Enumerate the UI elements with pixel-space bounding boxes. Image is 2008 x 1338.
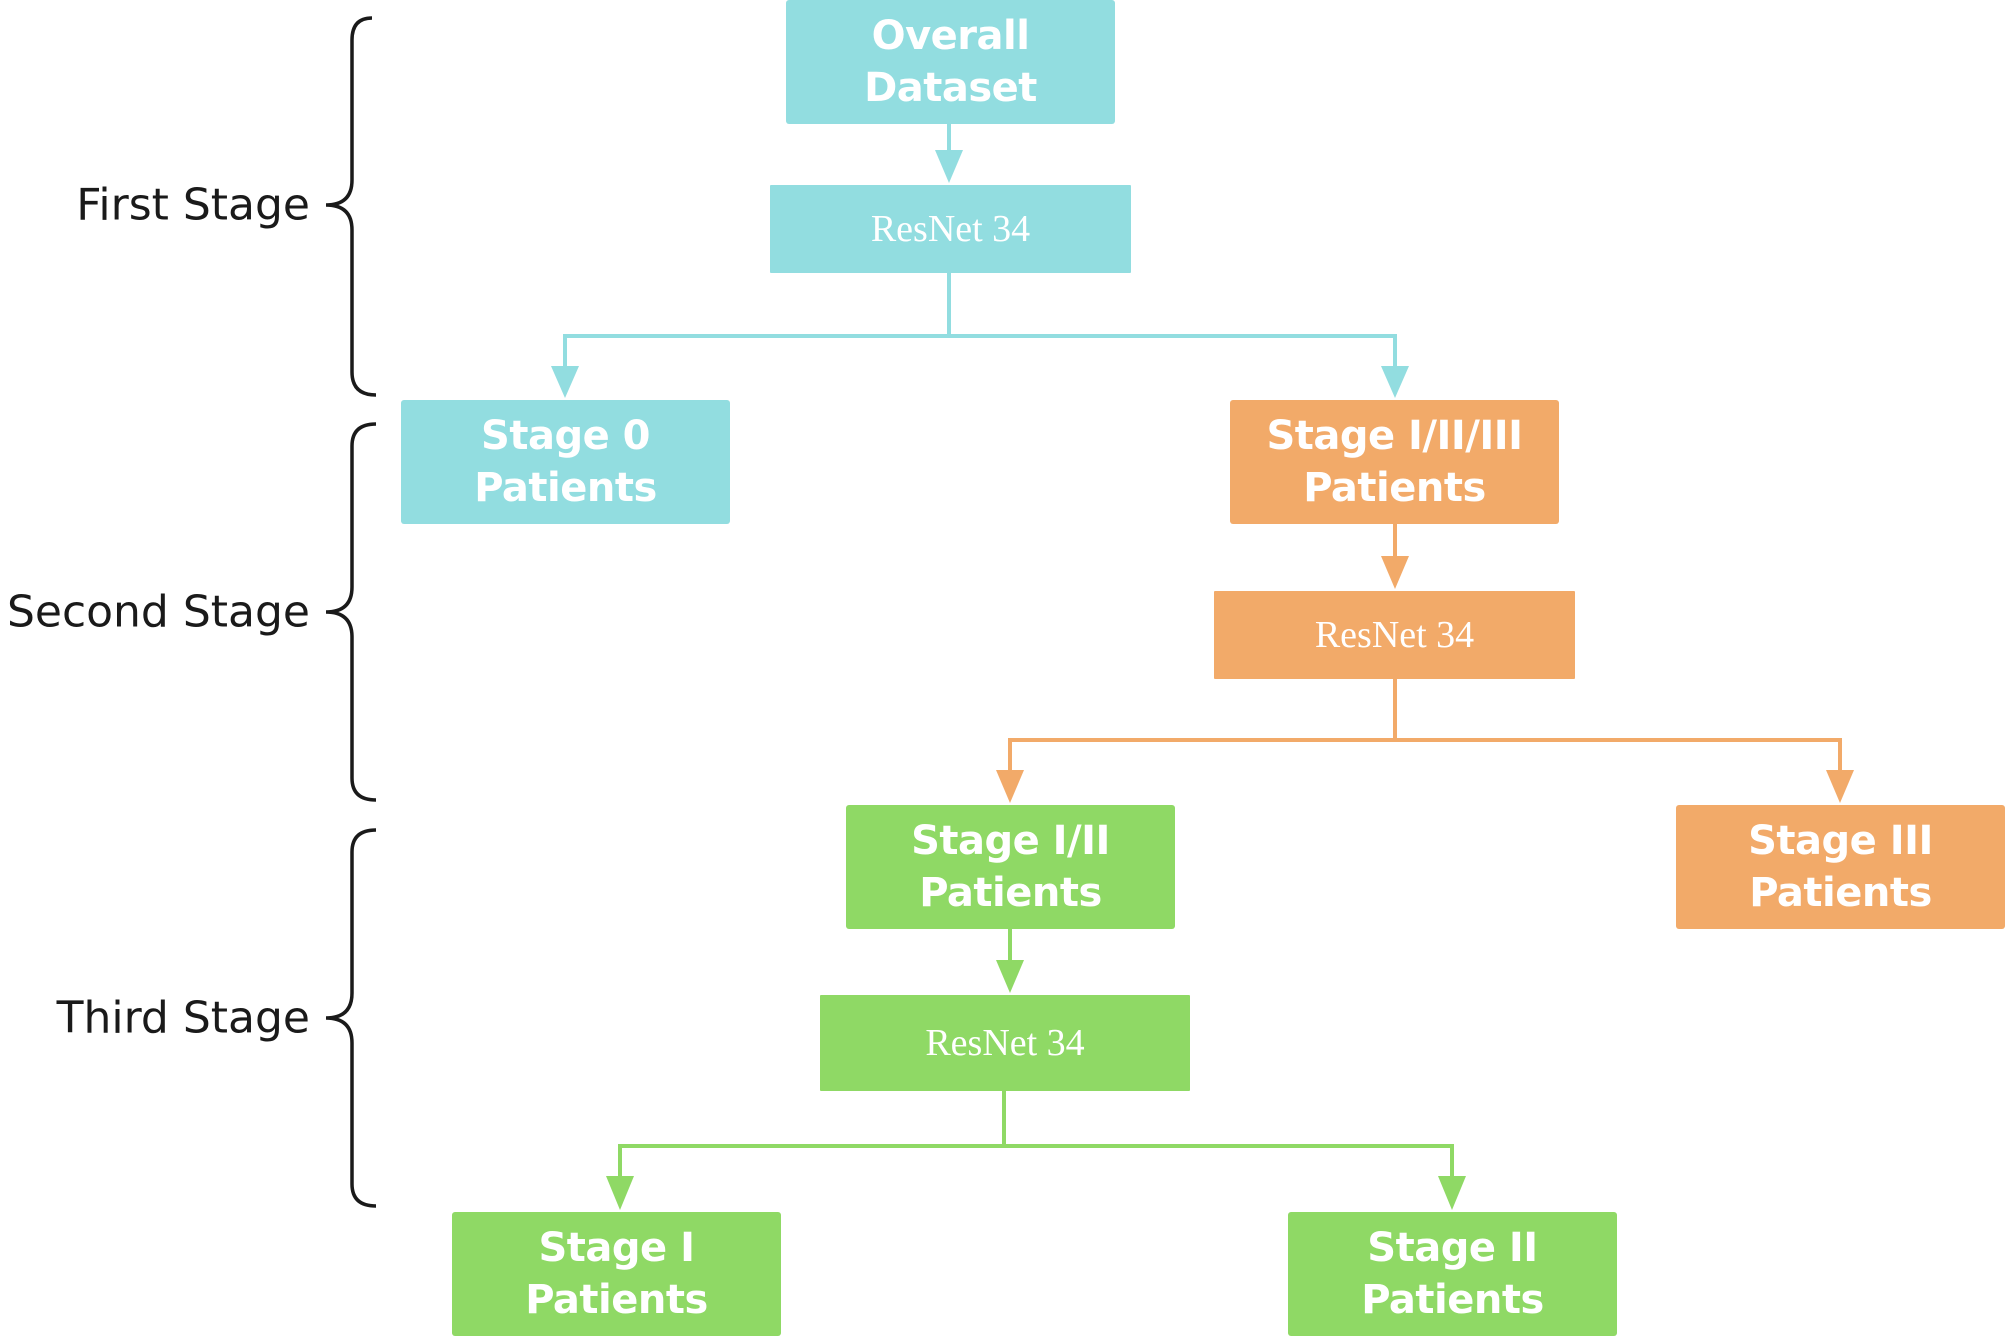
brace-third-stage (325, 828, 377, 1208)
arrow-resnet-to-stage2 (1438, 1176, 1466, 1210)
node-stage12-line1: Stage I/II (911, 818, 1110, 864)
arrow-resnet-to-stage12 (996, 770, 1024, 803)
brace-second-stage (325, 422, 377, 802)
node-overall-dataset: Overall Dataset (786, 0, 1115, 124)
node-stage1-patients: Stage I Patients (452, 1212, 781, 1336)
green-arrowheads (606, 960, 1466, 1210)
arrow-resnet-to-stage3 (1826, 770, 1854, 803)
arrow-stage123-to-resnet (1381, 556, 1409, 589)
node-stage0-patients: Stage 0 Patients (401, 400, 730, 524)
node-stage12-patients: Stage I/II Patients (846, 805, 1175, 929)
stage-label-third: Third Stage (56, 992, 310, 1044)
node-stage2-line1: Stage II (1367, 1225, 1538, 1271)
node-stage12-line2: Patients (919, 870, 1102, 916)
arrow-resnet-to-stage0 (551, 366, 579, 398)
node-stage123-patients: Stage I/II/III Patients (1230, 400, 1559, 524)
node-overall-dataset-line2: Dataset (864, 65, 1037, 111)
stage-label-first: First Stage (76, 179, 310, 231)
node-stage0-line1: Stage 0 (481, 413, 650, 459)
node-stage3-patients: Stage III Patients (1676, 805, 2005, 929)
stage-label-second: Second Stage (6, 586, 310, 638)
node-stage1-line1: Stage I (538, 1225, 695, 1271)
arrow-resnet-to-stage123 (1381, 366, 1409, 398)
node-overall-dataset-line1: Overall (871, 13, 1030, 59)
node-resnet-first: ResNet 34 (770, 185, 1131, 273)
node-stage3-line1: Stage III (1748, 818, 1933, 864)
arrow-overall-to-resnet (935, 150, 963, 183)
node-stage1-line2: Patients (525, 1277, 708, 1323)
node-stage2-line2: Patients (1361, 1277, 1544, 1323)
node-stage123-line2: Patients (1303, 465, 1486, 511)
node-stage2-patients: Stage II Patients (1288, 1212, 1617, 1336)
node-resnet-second: ResNet 34 (1214, 591, 1575, 679)
node-stage0-line2: Patients (474, 465, 657, 511)
orange-arrowheads (996, 556, 1854, 803)
green-connectors (618, 928, 1454, 1178)
node-stage123-line1: Stage I/II/III (1266, 413, 1523, 459)
teal-connectors (563, 124, 1397, 370)
orange-connectors (1008, 522, 1842, 772)
arrow-resnet-to-stage1 (606, 1176, 634, 1210)
node-resnet-third: ResNet 34 (820, 995, 1190, 1091)
node-stage3-line2: Patients (1749, 870, 1932, 916)
brace-first-stage (325, 16, 377, 397)
teal-arrowheads (551, 150, 1409, 398)
arrow-stage12-to-resnet (996, 960, 1024, 993)
